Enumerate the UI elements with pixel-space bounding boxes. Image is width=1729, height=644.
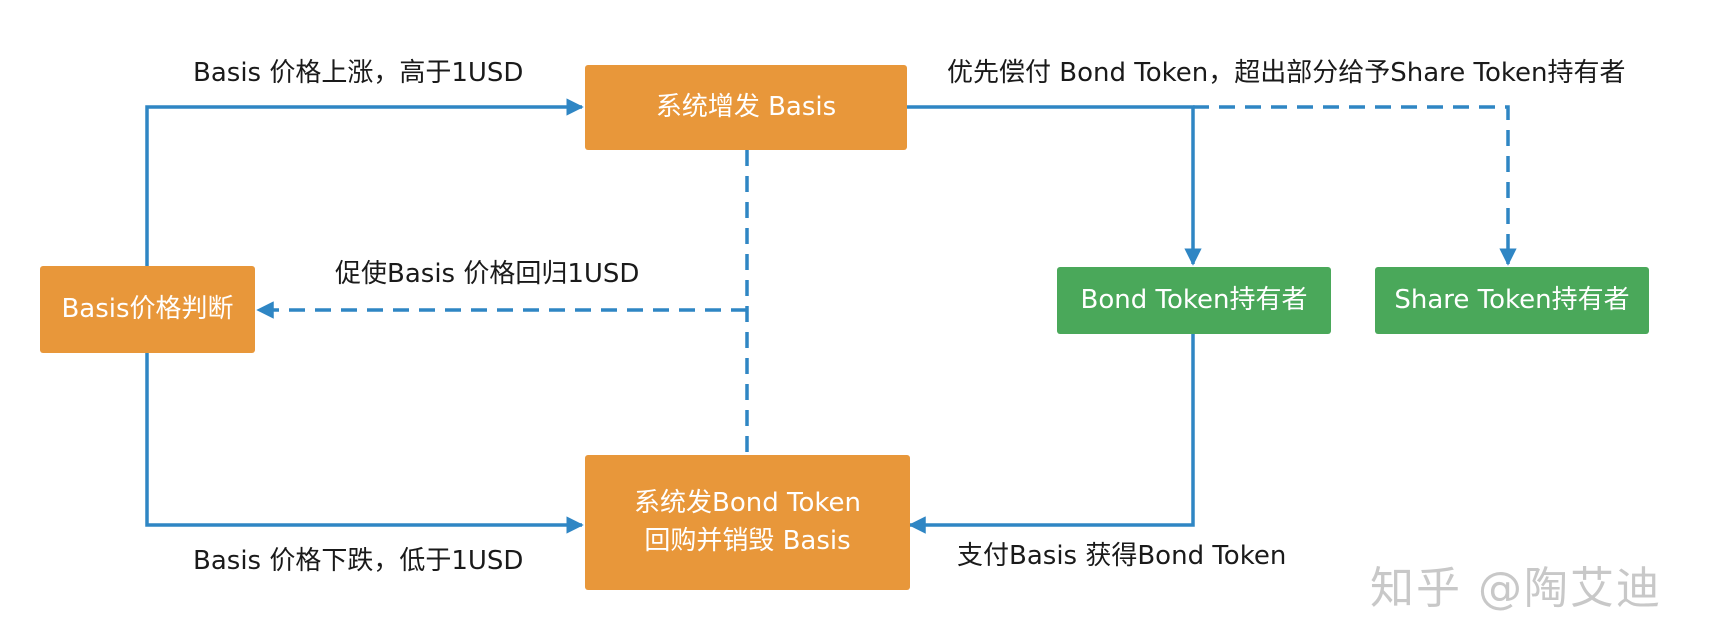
node-issue-bond-line1: 系统发Bond Token <box>634 487 861 518</box>
arrow-judge-to-issue-basis <box>145 98 584 266</box>
watermark: 知乎 @陶艾迪 <box>1370 563 1662 614</box>
arrow-issue-basis-to-bond-holder <box>906 105 1202 266</box>
node-price-judge: Basis价格判断 <box>40 266 255 353</box>
label-price-return: 促使Basis 价格回归1USD <box>335 259 640 289</box>
node-bond-holder: Bond Token持有者 <box>1057 267 1331 334</box>
node-share-holder-label: Share Token持有者 <box>1394 284 1630 315</box>
arrow-judge-to-issue-bond <box>145 353 584 534</box>
node-share-holder: Share Token持有者 <box>1375 267 1649 334</box>
node-issue-basis: 系统增发 Basis <box>585 65 907 150</box>
node-issue-bond: 系统发Bond Token 回购并销毁 Basis <box>585 455 910 590</box>
label-price-up: Basis 价格上涨，高于1USD <box>193 58 524 88</box>
label-pay-for-bond: 支付Basis 获得Bond Token <box>957 541 1287 571</box>
arrow-issue-basis-to-share-holder <box>1193 105 1517 266</box>
node-bond-holder-label: Bond Token持有者 <box>1080 284 1308 315</box>
arrow-bond-holder-to-issue-bond <box>908 334 1195 534</box>
label-price-down: Basis 价格下跌，低于1USD <box>193 546 524 576</box>
label-repay-priority: 优先偿付 Bond Token，超出部分给予Share Token持有者 <box>947 58 1626 88</box>
node-issue-basis-label: 系统增发 Basis <box>655 91 837 122</box>
node-issue-bond-line2: 回购并销毁 Basis <box>644 525 851 556</box>
node-price-judge-label: Basis价格判断 <box>61 293 234 324</box>
